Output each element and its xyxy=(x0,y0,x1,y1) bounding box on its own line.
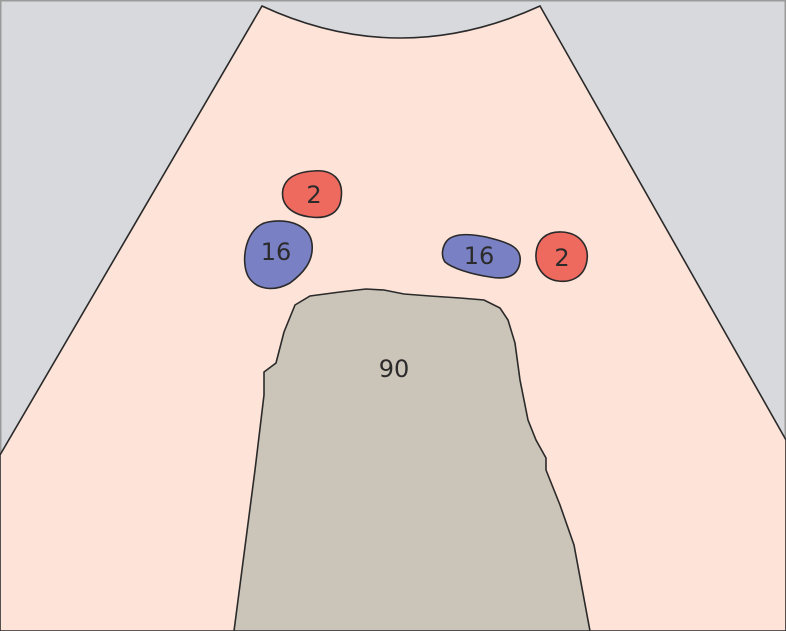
left-vein-label: 16 xyxy=(261,238,292,266)
central-mass-label: 90 xyxy=(379,355,410,383)
right-artery-label: 2 xyxy=(554,244,569,272)
left-artery-label: 2 xyxy=(306,181,321,209)
right-vein-label: 16 xyxy=(464,242,495,270)
